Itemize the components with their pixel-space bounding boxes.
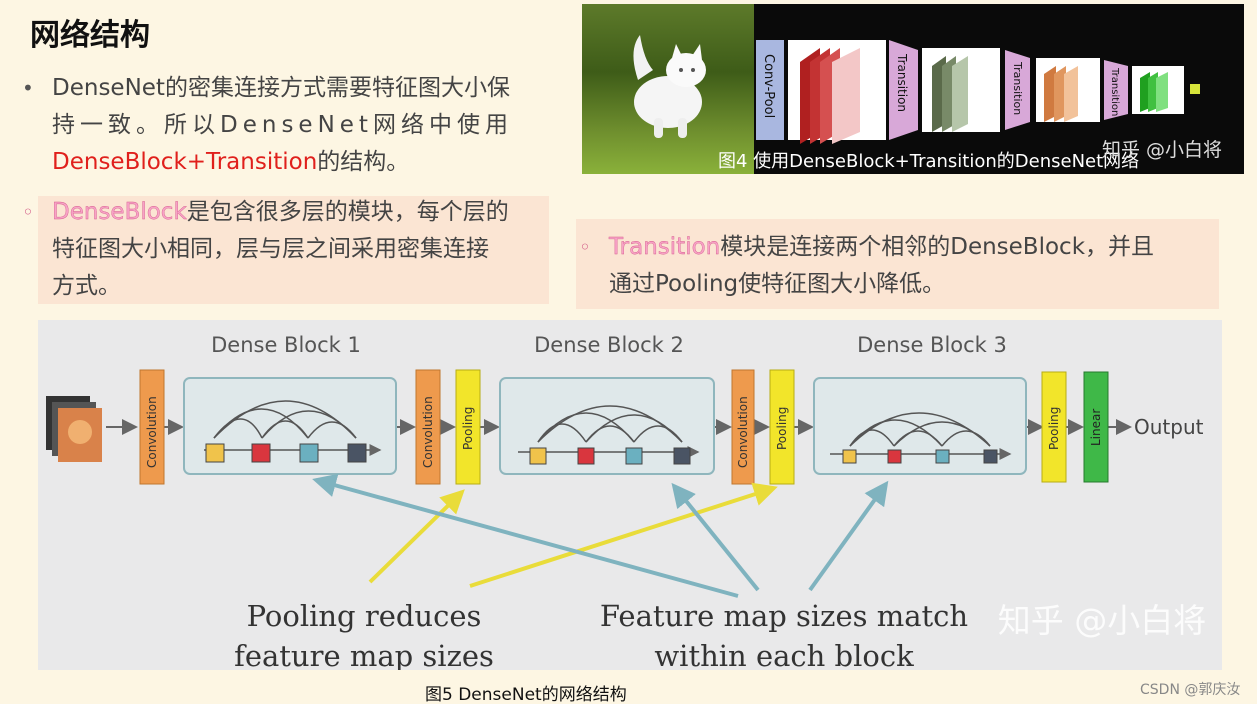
convpool-block bbox=[756, 40, 784, 140]
figure-4-caption: 图4 使用DenseBlock+Transition的DenseNet网络 bbox=[718, 151, 1140, 172]
bullet-dot-icon: • bbox=[22, 76, 34, 100]
csdn-watermark: CSDN @郭庆汝 bbox=[1140, 682, 1241, 698]
figure-5-caption: 图5 DenseNet的网络结构 bbox=[425, 685, 627, 704]
feature-map-2d bbox=[673, 447, 691, 465]
bullet-line-3-rest: 的结构。 bbox=[317, 149, 410, 175]
transition-2 bbox=[1005, 50, 1030, 130]
pooling-label-3: Pooling bbox=[1047, 407, 1061, 450]
bullet-densenet-intro: • DenseNet的密集连接方式需要特征图大小保 持一致。所以DenseNet… bbox=[22, 70, 552, 181]
feature-map-1c bbox=[299, 443, 319, 463]
sub-bullet-ring-icon: ◦ bbox=[579, 235, 591, 259]
feature-map-2b bbox=[577, 447, 595, 465]
block-title-1: Dense Block 1 bbox=[211, 333, 361, 357]
block-title-2: Dense Block 2 bbox=[534, 333, 684, 357]
transition-highlight: Transition bbox=[609, 234, 721, 260]
transition-note: ◦ Transition模块是连接两个相邻的DenseBlock，并且 通过Po… bbox=[579, 229, 1219, 303]
output-label: Output bbox=[1134, 415, 1204, 439]
feature-map-2c bbox=[625, 447, 643, 465]
densenet-architecture-diagram: Dense Block 1 Dense Block 2 Dense Block … bbox=[46, 333, 1207, 673]
annotation-feature-line2: within each block bbox=[654, 639, 914, 670]
feature-map-1b bbox=[251, 443, 271, 463]
denseblock-note-box bbox=[38, 196, 549, 304]
densenet-mini-diagram: Conv-Pool Transition Transition Transiti… bbox=[756, 40, 1200, 144]
page-title: 网络结构 bbox=[30, 18, 150, 53]
figure-5-panel: Dense Block 1 Dense Block 2 Dense Block … bbox=[38, 320, 1222, 673]
convolution-label-1: Convolution bbox=[145, 396, 159, 468]
transition-1 bbox=[889, 40, 918, 140]
annotation-pooling-line2: feature map sizes bbox=[234, 639, 494, 670]
denseblock-highlight: DenseBlock bbox=[52, 199, 187, 225]
feature-map-2a bbox=[529, 447, 547, 465]
transition-2-label: Transition bbox=[1011, 61, 1024, 115]
linear-label: Linear bbox=[1089, 409, 1103, 446]
bullet-line-2: 持一致。所以DenseNet网络中使用 bbox=[52, 112, 513, 138]
input-image-stack bbox=[46, 396, 102, 462]
transition-3 bbox=[1104, 60, 1128, 120]
convolution-layer-3 bbox=[731, 369, 755, 485]
pooling-label-2: Pooling bbox=[775, 407, 789, 450]
feature-map-1d bbox=[347, 443, 367, 463]
denseblock-line-1-rest: 是包含很多层的模块，每个层的 bbox=[186, 199, 509, 225]
block-title-3: Dense Block 3 bbox=[857, 333, 1007, 357]
pooling-layer-2 bbox=[769, 369, 795, 485]
figure-4-panel: Conv-Pool Transition Transition Transiti… bbox=[582, 4, 1244, 174]
pooling-label-1: Pooling bbox=[461, 407, 475, 450]
dense-block-3 bbox=[813, 377, 1027, 475]
output-vector bbox=[1190, 84, 1200, 94]
transition-3-label: Transition bbox=[1109, 67, 1120, 116]
convolution-label-2: Convolution bbox=[421, 396, 435, 468]
annotation-pooling-line1: Pooling reduces bbox=[247, 599, 482, 633]
feature-map-1a bbox=[205, 443, 225, 463]
pooling-layer-3 bbox=[1041, 371, 1067, 483]
convpool-label: Conv-Pool bbox=[761, 54, 776, 118]
feature-map-3d bbox=[983, 449, 998, 464]
bullet-line-1: DenseNet的密集连接方式需要特征图大小保 bbox=[52, 75, 510, 101]
bullet-line-3: DenseBlock+Transition的结构。 bbox=[52, 144, 552, 181]
convolution-label-3: Convolution bbox=[736, 396, 750, 468]
convolution-layer-2 bbox=[415, 369, 441, 485]
transition-1-label: Transition bbox=[895, 53, 909, 112]
convolution-layer-1 bbox=[139, 369, 165, 485]
annotation-feature-line1: Feature map sizes match bbox=[600, 599, 968, 633]
denseblock-note: ◦ DenseBlock是包含很多层的模块，每个层的 特征图大小相同，层与层之间… bbox=[22, 194, 552, 305]
denseblock-line-1: DenseBlock是包含很多层的模块，每个层的 bbox=[52, 194, 552, 231]
pooling-layer-1 bbox=[455, 369, 481, 485]
denseblock-line-3: 方式。 bbox=[52, 273, 121, 299]
figure-5-watermark: 知乎 @小白将 bbox=[998, 601, 1207, 640]
transition-line-1-rest: 模块是连接两个相邻的DenseBlock，并且 bbox=[720, 234, 1155, 260]
red-highlight: DenseBlock+Transition bbox=[52, 149, 318, 175]
feature-map-3c bbox=[935, 449, 950, 464]
feature-map-3b bbox=[887, 449, 902, 464]
feature-map-3a bbox=[842, 449, 857, 464]
linear-layer bbox=[1083, 371, 1109, 483]
figure-4-watermark: 知乎 @小白将 bbox=[1102, 139, 1223, 161]
transition-line-1: Transition模块是连接两个相邻的DenseBlock，并且 bbox=[609, 229, 1219, 266]
sub-bullet-ring-icon: ◦ bbox=[22, 200, 34, 224]
cat-icon bbox=[633, 35, 706, 138]
transition-line-2: 通过Pooling使特征图大小降低。 bbox=[609, 271, 946, 297]
transition-note-box bbox=[576, 219, 1219, 309]
denseblock-line-2: 特征图大小相同，层与层之间采用密集连接 bbox=[52, 236, 489, 262]
cat-photo bbox=[582, 4, 754, 174]
